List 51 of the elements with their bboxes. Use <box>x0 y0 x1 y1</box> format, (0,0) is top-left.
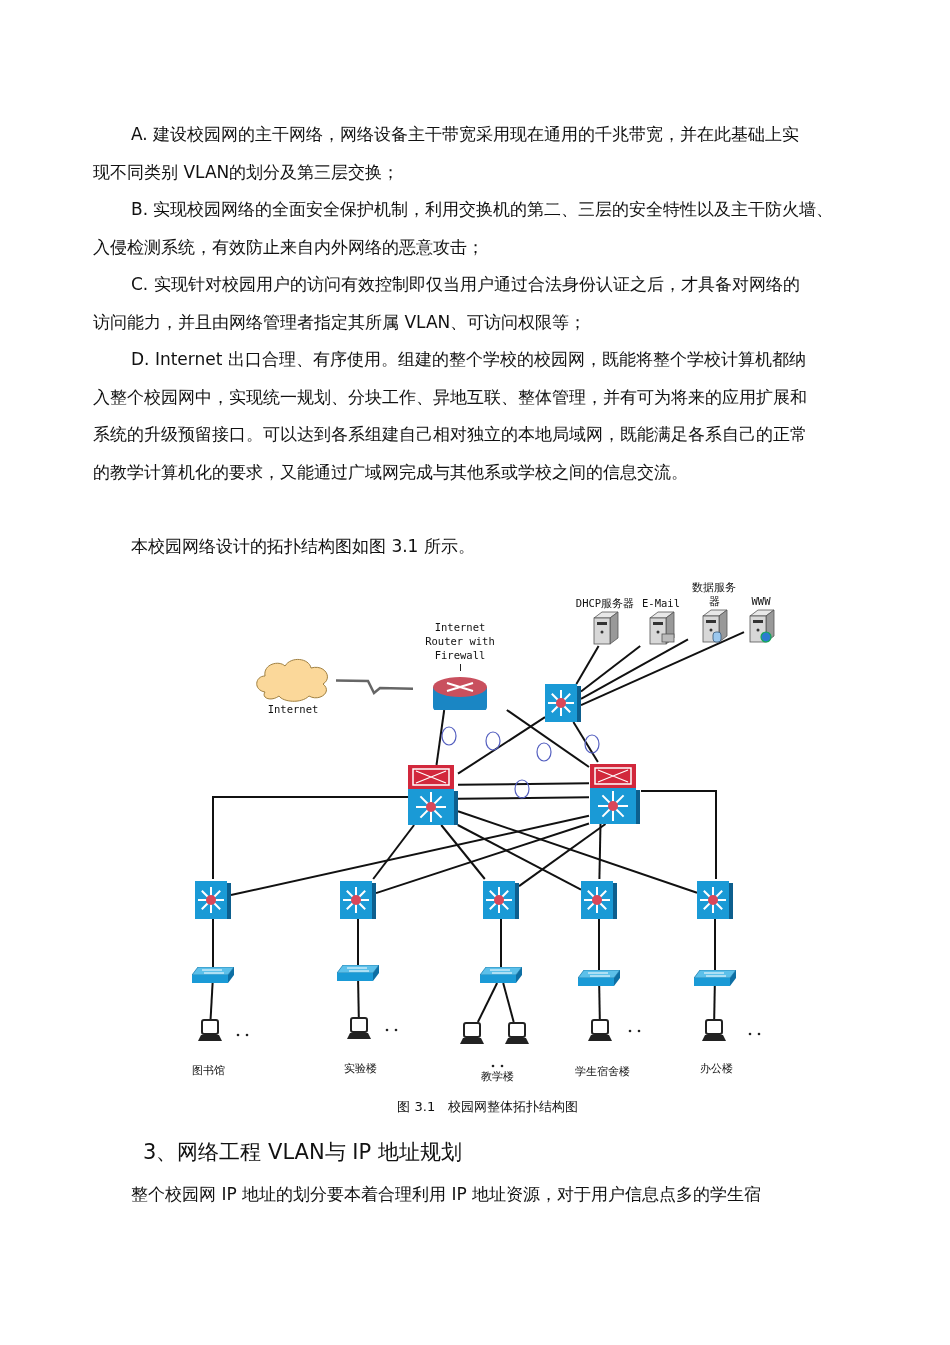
device-label: WWW <box>751 594 771 608</box>
network-link <box>212 796 409 880</box>
network-link <box>580 645 642 693</box>
network-link <box>598 823 602 880</box>
building-label: 教学楼 <box>480 1069 514 1084</box>
network-link <box>580 631 745 707</box>
network-link <box>502 982 515 1023</box>
device-label: DHCP服务器 <box>575 596 635 610</box>
network-link <box>357 918 359 966</box>
network-link <box>457 782 590 786</box>
paragraph: B. 实现校园网络的全面安全保护机制，利用交换机的第二、三层的安全特性以及主干防火墙、入侵检测系统，有效防止来自内外网络的恶意攻击； <box>93 198 835 259</box>
paragraph: 本校园网络设计的拓扑结构图如图 3.1 所示。 <box>130 535 476 558</box>
network-link <box>640 790 717 880</box>
network-link <box>500 918 502 968</box>
network-link <box>457 796 590 800</box>
network-link <box>713 985 716 1020</box>
network-link <box>336 679 414 695</box>
paragraph: A. 建设校园网的主干网络，网络设备主干带宽采用现在通用的千兆带宽，并在此基础上实现不同类别 VLAN的划分及第三层交换； <box>93 123 801 184</box>
network-link <box>440 824 486 880</box>
building-label: 办公楼 <box>699 1061 733 1076</box>
paragraph: D. Internet 出口合理、有序使用。组建的整个学校的校园网，既能将整个学校计算机都纳入整个校园网中，实现统一规划、分块工作、异地互联、整体管理，并有可为将来的应用扩展和系统的升级预留接口。可以达到各系组建自己相对独立的本地局域网，既能满足各系自己的正常的教学计算机化的要求，又能通过广域网完成与其他系或学校之间的信息交流。 <box>93 348 808 484</box>
network-link <box>435 709 446 766</box>
paragraph: 整个校园网 IP 地址的划分要本着合理利用 IP 地址资源，对于用户信息点多的学生宿 <box>130 1183 763 1206</box>
network-link <box>476 982 499 1023</box>
figure-caption: 图 3.1 校园网整体拓扑结构图 <box>396 1098 579 1116</box>
network-link <box>572 721 599 763</box>
network-link <box>212 918 214 968</box>
building-label: 实验楼 <box>343 1061 377 1076</box>
network-link <box>598 918 600 971</box>
network-link <box>209 982 214 1020</box>
network-link <box>457 716 546 775</box>
network-link <box>518 823 607 888</box>
network-link <box>375 822 590 895</box>
network-link <box>357 980 360 1018</box>
device-label: E-Mail <box>642 596 680 610</box>
device-label: 数据服务器 <box>691 580 737 608</box>
section-heading: 3、网络工程 VLAN与 IP 地址规划 <box>143 1139 463 1166</box>
network-link <box>456 824 582 891</box>
device-label: Internet Router with Firewall <box>424 620 496 662</box>
network-link <box>230 814 590 896</box>
network-link <box>580 638 689 700</box>
network-link <box>505 709 590 768</box>
network-link <box>457 810 698 894</box>
network-link <box>714 918 716 971</box>
network-link <box>598 985 601 1020</box>
building-label: 图书馆 <box>191 1063 225 1078</box>
paragraph: C. 实现针对校园用户的访问有效控制即仅当用户通过合法身份认证之后，才具备对网络的访问能力，并且由网络管理者指定其所属 VLAN、可访问权限等； <box>93 273 801 334</box>
network-link <box>372 824 416 880</box>
network-link <box>575 645 600 685</box>
device-label: Internet <box>267 702 319 716</box>
building-label: 学生宿舍楼 <box>574 1064 630 1079</box>
